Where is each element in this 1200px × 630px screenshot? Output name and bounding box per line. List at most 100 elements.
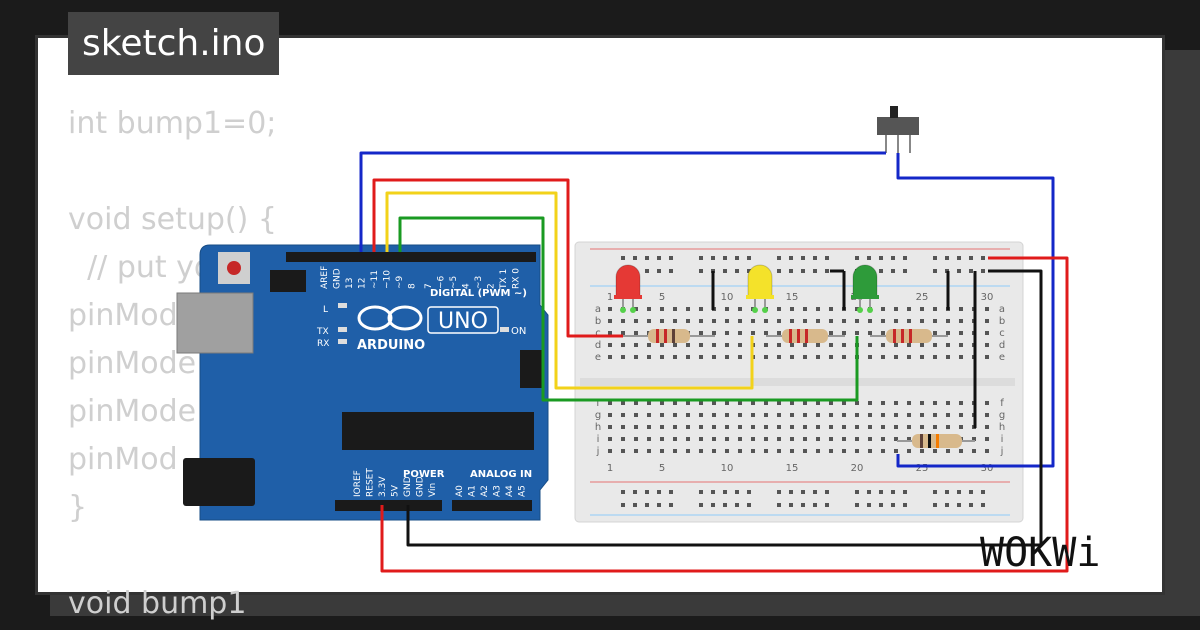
power-rail-hole[interactable] bbox=[777, 256, 781, 260]
breadboard-hole[interactable] bbox=[985, 437, 989, 441]
breadboard-hole[interactable] bbox=[868, 449, 872, 453]
breadboard-hole[interactable] bbox=[777, 319, 781, 323]
power-rail-hole[interactable] bbox=[657, 269, 661, 273]
breadboard-hole[interactable] bbox=[621, 425, 625, 429]
breadboard-hole[interactable] bbox=[868, 425, 872, 429]
breadboard-hole[interactable] bbox=[647, 449, 651, 453]
breadboard-hole[interactable] bbox=[673, 319, 677, 323]
power-rail-hole[interactable] bbox=[867, 256, 871, 260]
breadboard-hole[interactable] bbox=[933, 401, 937, 405]
breadboard-hole[interactable] bbox=[790, 307, 794, 311]
breadboard-hole[interactable] bbox=[803, 401, 807, 405]
breadboard-hole[interactable] bbox=[881, 331, 885, 335]
breadboard-hole[interactable] bbox=[777, 413, 781, 417]
breadboard-hole[interactable] bbox=[803, 425, 807, 429]
breadboard-hole[interactable] bbox=[816, 319, 820, 323]
breadboard-hole[interactable] bbox=[972, 449, 976, 453]
breadboard-hole[interactable] bbox=[790, 425, 794, 429]
breadboard-hole[interactable] bbox=[660, 307, 664, 311]
power-rail-hole[interactable] bbox=[789, 256, 793, 260]
power-rail-hole[interactable] bbox=[981, 256, 985, 260]
breadboard-hole[interactable] bbox=[933, 343, 937, 347]
breadboard-hole[interactable] bbox=[725, 449, 729, 453]
breadboard-hole[interactable] bbox=[790, 401, 794, 405]
power-rail-hole[interactable] bbox=[855, 503, 859, 507]
breadboard-hole[interactable] bbox=[673, 425, 677, 429]
breadboard-hole[interactable] bbox=[725, 401, 729, 405]
breadboard-hole[interactable] bbox=[907, 307, 911, 311]
breadboard-hole[interactable] bbox=[608, 307, 612, 311]
power-rail-hole[interactable] bbox=[813, 256, 817, 260]
breadboard-hole[interactable] bbox=[829, 449, 833, 453]
breadboard-hole[interactable] bbox=[608, 331, 612, 335]
power-rail-hole[interactable] bbox=[657, 490, 661, 494]
breadboard-hole[interactable] bbox=[907, 413, 911, 417]
breadboard-hole[interactable] bbox=[725, 437, 729, 441]
breadboard-hole[interactable] bbox=[608, 449, 612, 453]
breadboard-hole[interactable] bbox=[946, 343, 950, 347]
breadboard-hole[interactable] bbox=[985, 355, 989, 359]
breadboard-hole[interactable] bbox=[829, 331, 833, 335]
breadboard-hole[interactable] bbox=[621, 413, 625, 417]
breadboard-hole[interactable] bbox=[907, 401, 911, 405]
power-rail-hole[interactable] bbox=[657, 503, 661, 507]
breadboard-hole[interactable] bbox=[868, 343, 872, 347]
breadboard-hole[interactable] bbox=[959, 331, 963, 335]
breadboard-hole[interactable] bbox=[647, 355, 651, 359]
power-rail-hole[interactable] bbox=[669, 490, 673, 494]
breadboard-hole[interactable] bbox=[985, 401, 989, 405]
breadboard-hole[interactable] bbox=[803, 413, 807, 417]
breadboard-hole[interactable] bbox=[933, 331, 937, 335]
power-rail-hole[interactable] bbox=[645, 256, 649, 260]
breadboard-hole[interactable] bbox=[634, 331, 638, 335]
power-rail-hole[interactable] bbox=[699, 490, 703, 494]
breadboard-hole[interactable] bbox=[686, 343, 690, 347]
breadboard-hole[interactable] bbox=[881, 343, 885, 347]
power-rail-hole[interactable] bbox=[825, 490, 829, 494]
breadboard-hole[interactable] bbox=[764, 319, 768, 323]
breadboard-hole[interactable] bbox=[959, 319, 963, 323]
breadboard-hole[interactable] bbox=[751, 319, 755, 323]
breadboard-hole[interactable] bbox=[946, 331, 950, 335]
power-rail-hole[interactable] bbox=[789, 503, 793, 507]
power-rail-hole[interactable] bbox=[723, 503, 727, 507]
power-rail-hole[interactable] bbox=[903, 503, 907, 507]
power-rail-hole[interactable] bbox=[891, 490, 895, 494]
breadboard-hole[interactable] bbox=[790, 413, 794, 417]
breadboard-hole[interactable] bbox=[608, 413, 612, 417]
breadboard-hole[interactable] bbox=[946, 413, 950, 417]
breadboard-hole[interactable] bbox=[738, 307, 742, 311]
breadboard-hole[interactable] bbox=[725, 319, 729, 323]
power-rail-hole[interactable] bbox=[879, 256, 883, 260]
breadboard-hole[interactable] bbox=[673, 413, 677, 417]
breadboard-hole[interactable] bbox=[855, 413, 859, 417]
breadboard-hole[interactable] bbox=[842, 331, 846, 335]
breadboard-hole[interactable] bbox=[673, 343, 677, 347]
power-rail-hole[interactable] bbox=[867, 503, 871, 507]
breadboard-hole[interactable] bbox=[803, 319, 807, 323]
breadboard-hole[interactable] bbox=[751, 449, 755, 453]
led-red[interactable] bbox=[614, 264, 642, 313]
breadboard-hole[interactable] bbox=[816, 413, 820, 417]
breadboard-hole[interactable] bbox=[608, 437, 612, 441]
breadboard-hole[interactable] bbox=[647, 343, 651, 347]
power-rail-hole[interactable] bbox=[981, 269, 985, 273]
breadboard-hole[interactable] bbox=[894, 343, 898, 347]
power-rail-hole[interactable] bbox=[699, 269, 703, 273]
breadboard-hole[interactable] bbox=[673, 307, 677, 311]
breadboard-hole[interactable] bbox=[816, 437, 820, 441]
breadboard-hole[interactable] bbox=[712, 401, 716, 405]
breadboard-hole[interactable] bbox=[985, 413, 989, 417]
breadboard-hole[interactable] bbox=[738, 425, 742, 429]
breadboard-hole[interactable] bbox=[751, 413, 755, 417]
breadboard-hole[interactable] bbox=[894, 425, 898, 429]
power-rail-hole[interactable] bbox=[903, 269, 907, 273]
breadboard-hole[interactable] bbox=[647, 437, 651, 441]
breadboard-hole[interactable] bbox=[829, 401, 833, 405]
breadboard-hole[interactable] bbox=[634, 449, 638, 453]
breadboard-hole[interactable] bbox=[894, 319, 898, 323]
breadboard-hole[interactable] bbox=[985, 343, 989, 347]
breadboard-hole[interactable] bbox=[881, 449, 885, 453]
breadboard-hole[interactable] bbox=[751, 331, 755, 335]
power-rail-hole[interactable] bbox=[867, 490, 871, 494]
